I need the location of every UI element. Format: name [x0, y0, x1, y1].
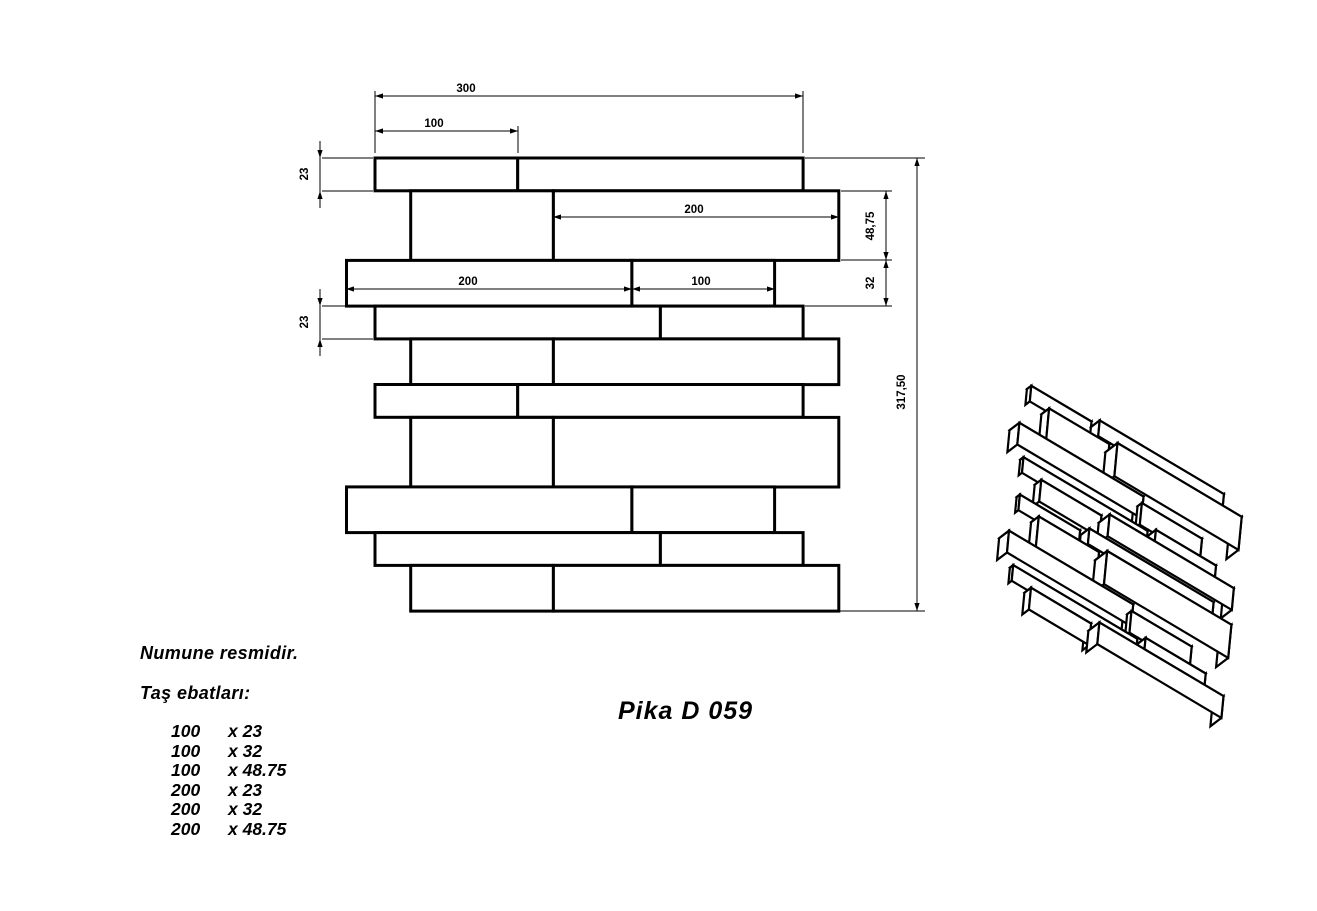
brick-front: [658, 531, 805, 567]
stone-size-width: 200: [171, 779, 201, 800]
arrowhead: [510, 128, 518, 134]
brick-front: [409, 415, 555, 489]
dimension-label: 317,50: [896, 374, 908, 409]
arrowhead: [883, 191, 889, 199]
dimension-32: 32: [805, 260, 892, 307]
brick-front: [551, 337, 841, 387]
dimension-label: 200: [684, 204, 703, 216]
dimension-label: 200: [458, 276, 477, 288]
stone-size-item: 100 x 32: [171, 740, 286, 762]
arrowhead: [831, 214, 839, 220]
arrowhead: [795, 93, 803, 99]
brick-3d: [1020, 585, 1094, 653]
brick-3d: [1100, 440, 1244, 562]
dimension-23: 23: [299, 141, 373, 208]
stone-size-cross: x 23: [228, 779, 263, 800]
brick-front: [658, 304, 805, 341]
brick-3d: [995, 528, 1136, 637]
dimension-100: 100: [632, 276, 775, 292]
stone-size-item: 100 x 48.75: [171, 760, 287, 781]
arrowhead: [883, 260, 889, 268]
brick-front: [516, 156, 805, 193]
brick-3d: [1090, 548, 1234, 670]
brick-front: [373, 304, 662, 341]
panel-3d-view: [995, 383, 1244, 729]
brick-front: [373, 531, 662, 567]
brick-front: [551, 415, 841, 489]
dimension-317-50: 317,50: [805, 157, 925, 612]
brick-front: [630, 258, 777, 308]
arrowhead: [883, 298, 889, 306]
dimension-100: 100: [374, 118, 519, 153]
brick-front: [630, 485, 777, 535]
arrowhead: [375, 93, 383, 99]
arrowhead: [317, 150, 323, 158]
brick-front: [373, 383, 520, 419]
arrowhead: [883, 252, 889, 260]
stone-size-width: 100: [171, 721, 201, 741]
dimension-label: 300: [456, 83, 475, 95]
dimension-label: 23: [299, 168, 311, 181]
stone-size-item: 200 x 32: [171, 799, 286, 820]
dimension-300: 300: [374, 83, 804, 153]
brick-front-face: [1113, 441, 1243, 552]
dimension-annotations: 300 100 200 200 100 23 23 48,75 32 317,50: [299, 83, 925, 612]
brick-front: [409, 563, 555, 613]
arrowhead: [346, 286, 354, 292]
stone-size-cross: x 32: [228, 740, 263, 761]
dimension-label: 100: [691, 276, 710, 288]
brick-front-face: [1106, 512, 1235, 612]
dimension-label: 48,75: [865, 211, 877, 240]
brick-front: [551, 563, 841, 613]
stone-size-width: 100: [171, 740, 201, 761]
dimension-48-75: 48,75: [841, 190, 892, 261]
arrowhead: [914, 158, 920, 166]
dimension-label: 100: [424, 118, 443, 130]
arrowhead: [914, 603, 920, 611]
brick-front: [345, 485, 634, 535]
brick-front: [409, 189, 555, 262]
stone-size-width: 200: [171, 799, 201, 819]
stone-size-item: 200 x 23: [171, 779, 286, 801]
brick-front-face: [1102, 549, 1233, 660]
stone-size-item: 200 x 48.75: [171, 818, 287, 840]
brick-3d: [1084, 619, 1226, 729]
brick-front: [345, 258, 634, 308]
stone-size-cross: x 48.75: [228, 818, 287, 839]
arrowhead: [553, 214, 561, 220]
stone-sizes-heading: Taş ebatları:: [140, 683, 251, 703]
stone-size-cross: x 32: [228, 799, 263, 819]
dimension-label: 23: [299, 316, 311, 329]
dimension-label: 32: [865, 277, 877, 290]
arrowhead: [632, 286, 640, 292]
brick-front: [516, 383, 805, 419]
product-title: Pika D 059: [618, 697, 754, 725]
arrowhead: [375, 128, 383, 134]
brick-3d: [1095, 511, 1236, 621]
stone-size-cross: x 23: [228, 721, 263, 741]
brick-front: [373, 156, 520, 193]
brick-3d: [1123, 608, 1194, 675]
dimension-200: 200: [553, 204, 839, 220]
stone-size-cross: x 48.75: [228, 760, 287, 780]
stone-size-width: 100: [171, 760, 201, 780]
sample-note: Numune resmidir.: [140, 643, 299, 663]
dimension-200: 200: [346, 276, 632, 292]
brick-front: [409, 337, 555, 387]
arrowhead: [767, 286, 775, 292]
brick-front: [551, 189, 841, 262]
arrowhead: [624, 286, 632, 292]
arrowhead: [317, 298, 323, 306]
panel-2d-drawing: [345, 156, 841, 613]
arrowhead: [317, 191, 323, 199]
brick-front-face: [1096, 620, 1225, 720]
arrowhead: [317, 339, 323, 347]
dimension-23: 23: [299, 289, 373, 356]
stone-size-width: 200: [171, 818, 201, 839]
stone-size-item: 100 x 23: [171, 721, 286, 742]
